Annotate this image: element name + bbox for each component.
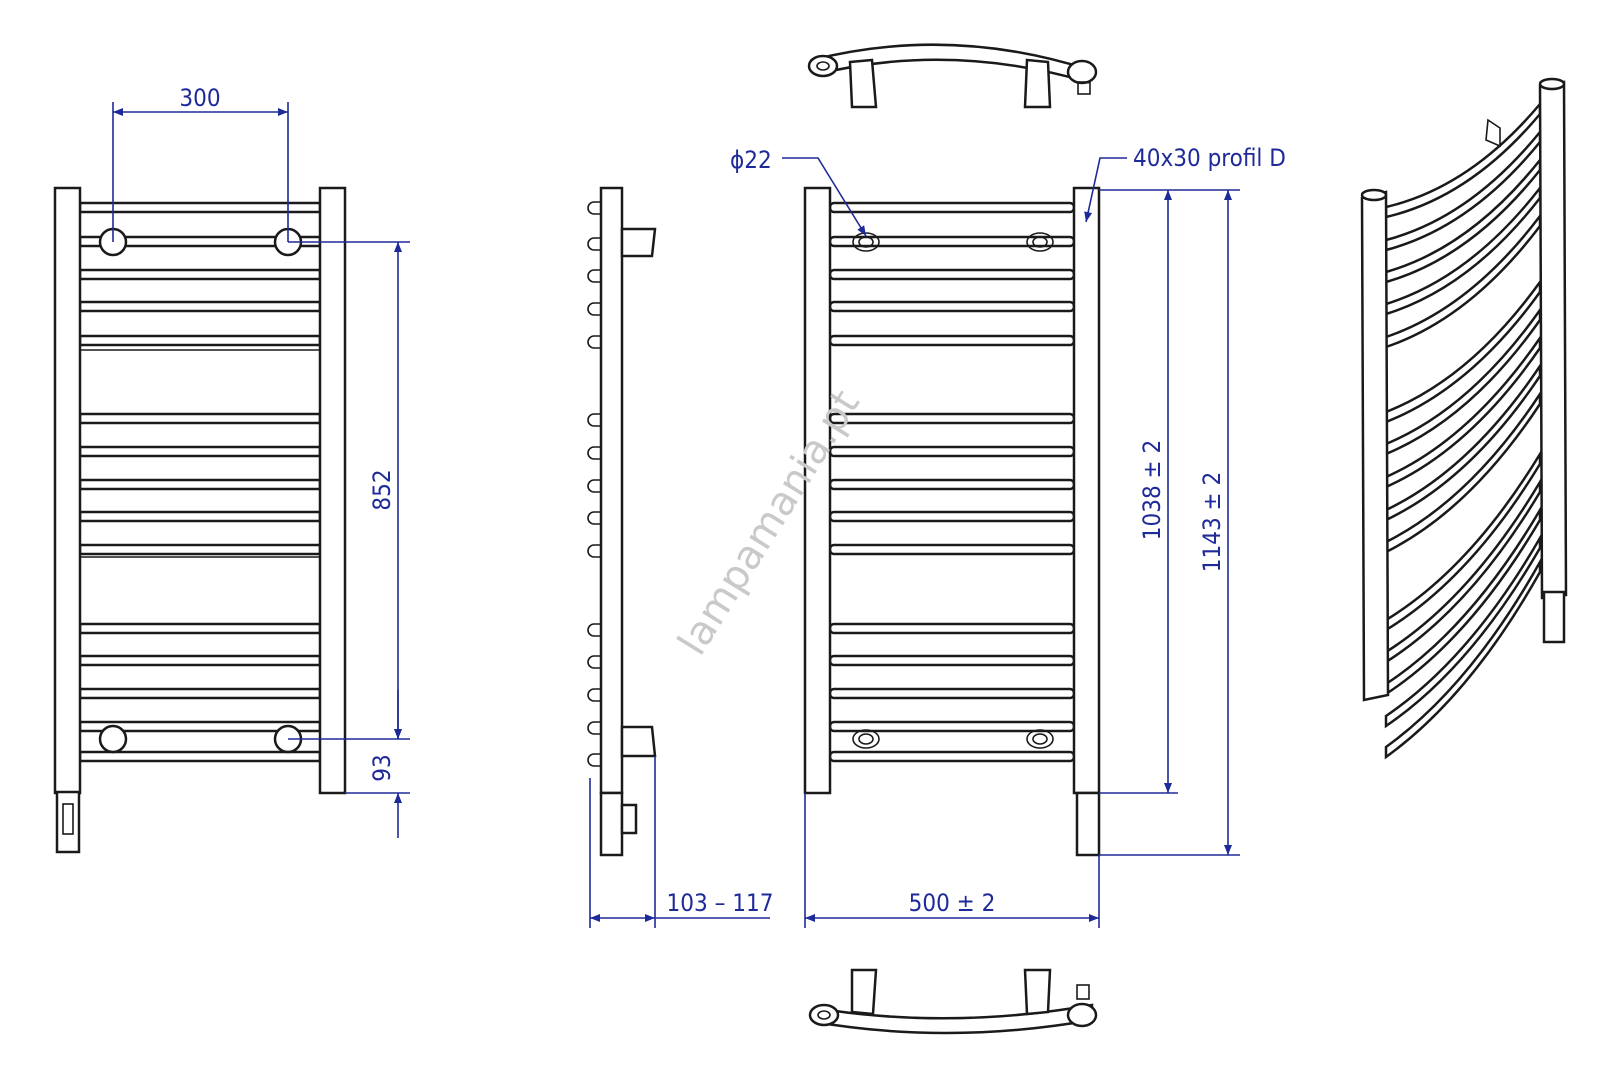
front-bar xyxy=(78,445,322,458)
side-view: 103 – 117 xyxy=(587,186,774,928)
side-bar-ends xyxy=(587,201,601,767)
side-bar-end xyxy=(587,623,601,637)
perspective-valve xyxy=(1542,590,1566,644)
front-bar xyxy=(78,300,322,313)
front-bar xyxy=(78,750,322,763)
dim-width: 500 ± 2 xyxy=(909,889,996,917)
rear-bar xyxy=(828,654,1076,667)
dim-bottom-offset: 93 xyxy=(368,754,396,781)
side-bar-end xyxy=(587,544,601,558)
rear-bar xyxy=(828,543,1076,556)
rear-bar xyxy=(828,510,1076,523)
perspective-right-collector xyxy=(1538,80,1568,600)
side-bar-end xyxy=(587,753,601,767)
rear-bar xyxy=(828,622,1076,635)
perspective-left-collector xyxy=(1360,190,1390,702)
rear-valve xyxy=(1075,791,1101,857)
bottom-bracket-left xyxy=(850,968,878,1016)
side-bar-end xyxy=(587,688,601,702)
rear-bar xyxy=(828,334,1076,347)
front-bar xyxy=(78,201,322,214)
bottom-view-cap-left xyxy=(808,1003,840,1027)
dim-profile: 40x30 profil D xyxy=(1133,144,1286,172)
side-valve-cap xyxy=(620,803,638,835)
side-bar-end xyxy=(587,446,601,460)
dim-depth: 103 – 117 xyxy=(667,889,774,917)
side-bar-end xyxy=(587,201,601,215)
perspective-bar xyxy=(1384,505,1542,697)
left-collector xyxy=(53,186,82,795)
bottom-view xyxy=(808,968,1098,1035)
perspective-right-cap xyxy=(1538,77,1566,91)
dim-height-total: 1143 ± 2 xyxy=(1198,472,1226,572)
side-bar-end xyxy=(587,269,601,283)
front-bar xyxy=(78,268,322,281)
side-collector xyxy=(599,186,624,795)
bars-front xyxy=(78,201,322,763)
side-bar-end xyxy=(587,335,601,349)
valve-front-inner xyxy=(62,803,74,835)
perspective-bar xyxy=(1384,477,1542,665)
wall-bracket-bottom xyxy=(620,725,657,758)
perspective-bracket-top xyxy=(1485,118,1501,148)
perspective-bar xyxy=(1384,533,1542,729)
rear-bar xyxy=(828,201,1076,214)
rear-bar xyxy=(828,235,1076,248)
front-bar xyxy=(78,412,322,425)
valve-front xyxy=(55,790,81,854)
side-bar-end xyxy=(587,655,601,669)
front-bar xyxy=(78,478,322,491)
rear-mount-bosses xyxy=(852,232,1054,749)
side-bar-end xyxy=(587,302,601,316)
front-bar xyxy=(78,334,322,347)
watermark: lampamania.pt xyxy=(669,382,868,663)
top-view-valve xyxy=(1066,59,1098,85)
rear-bar xyxy=(828,478,1076,491)
side-bar-end xyxy=(587,511,601,525)
mount-hole-bottom-left xyxy=(98,724,128,754)
side-bar-end xyxy=(587,413,601,427)
perspective-bar xyxy=(1384,449,1542,633)
side-valve-body xyxy=(599,791,624,857)
top-view-cap-left xyxy=(807,54,839,78)
perspective-bar xyxy=(1384,557,1542,760)
rear-view: ϕ22 40x30 profil D 500 ± 2 1038 ± 2 1143… xyxy=(730,144,1286,928)
front-bar xyxy=(78,654,322,667)
bottom-bracket-right xyxy=(1023,968,1052,1016)
front-bar xyxy=(78,622,322,635)
top-bracket-right xyxy=(1023,58,1052,109)
rear-bar xyxy=(828,445,1076,458)
dim-tube-diameter: ϕ22 xyxy=(730,146,772,174)
rear-bar xyxy=(828,412,1076,425)
perspective-view xyxy=(1360,77,1568,760)
rear-bar xyxy=(828,687,1076,700)
front-bar xyxy=(78,543,322,556)
rear-bar xyxy=(828,268,1076,281)
rear-right-collector xyxy=(1072,186,1101,795)
rear-left-collector xyxy=(803,186,832,795)
perspective-left-cap xyxy=(1360,188,1388,202)
dim-connection-height: 852 xyxy=(368,469,396,510)
wall-bracket-top xyxy=(620,227,657,258)
side-bar-end xyxy=(587,721,601,735)
bars-rear xyxy=(828,201,1076,763)
leader-profile xyxy=(1084,157,1127,223)
front-bar xyxy=(78,510,322,523)
perspective-bars xyxy=(1384,100,1542,760)
right-collector xyxy=(318,186,347,795)
front-bar xyxy=(78,687,322,700)
bottom-view-valve xyxy=(1066,1002,1098,1028)
side-bar-end xyxy=(587,237,601,251)
top-bracket-left xyxy=(848,58,878,109)
dim-connection-spacing: 300 xyxy=(179,84,220,112)
top-view xyxy=(807,43,1098,109)
rear-bar xyxy=(828,300,1076,313)
front-view: 300 852 93 xyxy=(53,84,410,854)
rear-bar xyxy=(828,750,1076,763)
dim-height-body: 1038 ± 2 xyxy=(1138,440,1166,540)
leader-diameter xyxy=(782,157,867,237)
side-bar-end xyxy=(587,479,601,493)
